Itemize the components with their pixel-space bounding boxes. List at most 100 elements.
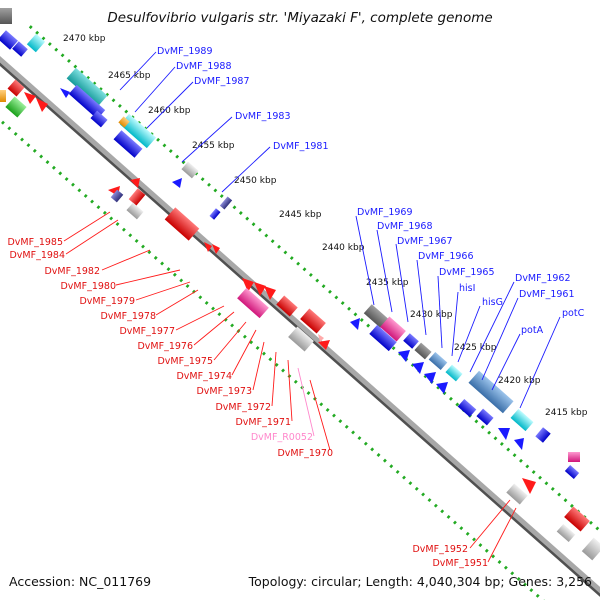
tick-track-inner — [0, 92, 571, 600]
gene-label: DvMF_1951 — [432, 558, 488, 569]
gene-feature — [66, 67, 108, 107]
gene-feature — [0, 30, 18, 50]
gene-feature — [380, 316, 406, 342]
genome-backbone — [0, 44, 600, 600]
tick-label: 2430 kbp — [410, 310, 453, 320]
gene-feature — [436, 382, 448, 394]
gene-feature — [350, 318, 360, 330]
gene-feature — [506, 483, 528, 505]
forward-leader-lines — [119, 51, 561, 409]
gene-feature — [7, 79, 25, 97]
gene-label: DvMF_1967 — [397, 236, 453, 247]
tick-label: 2455 kbp — [192, 141, 235, 151]
gene-label: DvMF_1987 — [194, 76, 250, 87]
gene-feature — [414, 342, 432, 360]
reverse-leader-lines — [63, 211, 517, 563]
tick-label: 2415 kbp — [545, 408, 588, 418]
forward-strand-features — [0, 8, 580, 479]
gene-label: DvMF_1985 — [7, 237, 63, 248]
gene-feature — [369, 324, 397, 352]
reverse-strand-features — [0, 79, 600, 561]
gene-label: DvMF_1974 — [176, 371, 232, 382]
gene-feature — [318, 334, 324, 342]
gene-label: hisI — [459, 283, 475, 294]
gene-label: DvMF_1962 — [515, 273, 571, 284]
gene-feature — [12, 41, 28, 57]
gene-feature — [556, 523, 576, 543]
gene-feature — [457, 398, 477, 418]
gene-label: DvMF_1972 — [215, 402, 271, 413]
gene-label: DvMF_1989 — [157, 46, 213, 57]
gene-label: potC — [562, 308, 585, 319]
gene-feature — [90, 110, 108, 128]
gene-label: DvMF_1977 — [119, 326, 175, 337]
gene-feature — [428, 351, 448, 371]
map-title: Desulfovibrio vulgaris str. 'Miyazaki F'… — [107, 10, 492, 26]
genome-summary-text: Topology: circular; Length: 4,040,304 bp… — [248, 574, 592, 589]
tick-label: 2450 kbp — [234, 176, 277, 186]
gene-label: DvMF_1968 — [377, 221, 433, 232]
gene-label: DvMF_1984 — [9, 250, 65, 261]
gene-feature — [212, 244, 220, 254]
tick-label: 2445 kbp — [279, 210, 322, 220]
gene-feature — [398, 350, 410, 362]
gene-label: DvMF_1976 — [137, 341, 193, 352]
gene-feature — [564, 465, 580, 479]
gene-label: DvMF_1980 — [60, 281, 116, 292]
tick-label: 2435 kbp — [366, 278, 409, 288]
gene-label: DvMF_1978 — [100, 311, 156, 322]
gene-label: hisG — [482, 297, 503, 308]
gene-feature — [118, 116, 130, 128]
gene-feature — [204, 242, 212, 252]
gene-feature — [424, 372, 436, 384]
gene-feature — [113, 130, 143, 158]
gene-feature — [219, 196, 233, 210]
gene-label: DvMF_1965 — [439, 267, 495, 278]
gene-feature — [68, 84, 106, 120]
gene-feature — [363, 304, 389, 328]
gene-label: DvMF_1981 — [273, 141, 329, 152]
reverse-labels: DvMF_1985 DvMF_1984 DvMF_1982 DvMF_1980 … — [7, 237, 488, 569]
gene-feature — [0, 8, 12, 24]
gene-feature — [26, 33, 46, 53]
gene-feature — [128, 188, 146, 206]
backbone-bar — [0, 44, 600, 599]
gene-feature — [181, 161, 199, 179]
gene-feature — [445, 364, 463, 382]
gene-label: DvMF_1970 — [277, 448, 333, 459]
gene-feature — [522, 478, 536, 494]
gene-feature — [564, 506, 590, 532]
gene-feature — [36, 98, 48, 112]
gene-label: DvMF_1982 — [44, 266, 100, 277]
tick-track-outer — [28, 25, 600, 558]
gene-label: DvMF_1983 — [235, 111, 291, 122]
gene-feature — [60, 88, 70, 98]
tick-label: 2420 kbp — [498, 376, 541, 386]
gene-feature — [5, 96, 27, 118]
gene-feature — [242, 278, 254, 292]
tick-label: 2470 kbp — [63, 34, 106, 44]
gene-feature — [126, 202, 144, 220]
gene-feature — [510, 408, 534, 432]
gene-feature — [514, 438, 524, 450]
gene-label: DvMF_1973 — [196, 386, 252, 397]
gene-label: potA — [521, 325, 544, 336]
gene-feature — [498, 428, 510, 440]
gene-feature — [276, 295, 298, 317]
gene-feature — [568, 452, 580, 462]
gene-label: DvMF_1988 — [176, 61, 232, 72]
gene-feature — [288, 326, 314, 352]
gene-feature — [209, 208, 221, 220]
inner-tick-dots — [0, 92, 571, 600]
gene-feature — [264, 286, 276, 300]
gene-feature — [130, 178, 140, 188]
gene-feature — [300, 308, 326, 334]
gene-feature — [403, 333, 419, 349]
tick-label: 2425 kbp — [454, 343, 497, 353]
rna-leader-line — [297, 367, 315, 437]
gene-feature — [581, 537, 600, 561]
tick-label: 2465 kbp — [108, 71, 151, 81]
gene-feature — [237, 287, 269, 319]
gene-label: DvMF_1952 — [412, 544, 468, 555]
tick-label: 2460 kbp — [148, 106, 191, 116]
